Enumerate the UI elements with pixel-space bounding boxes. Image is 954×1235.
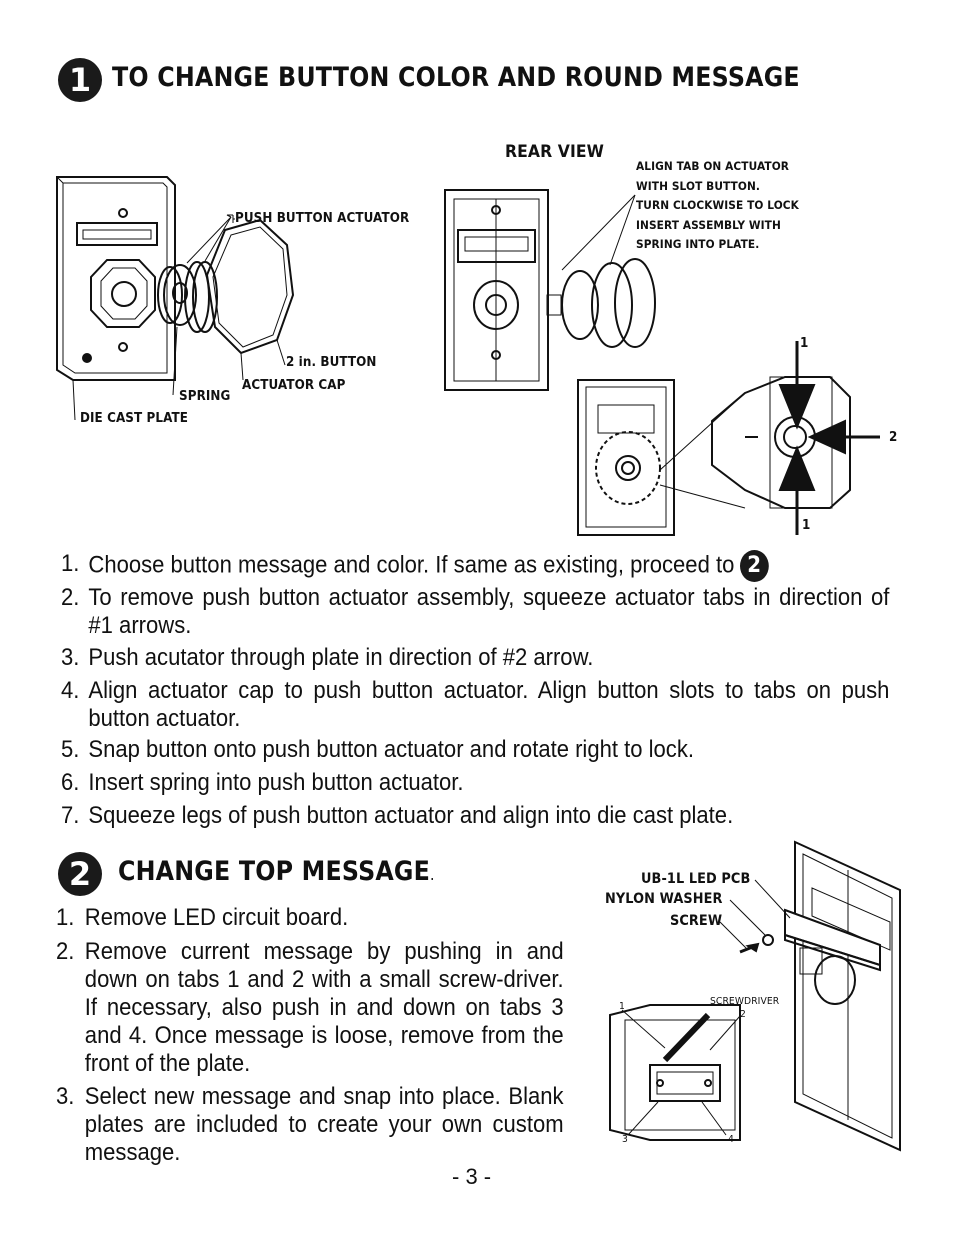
step-number: 6. xyxy=(61,769,80,796)
label-led-pcb: UB-1L LED PCB xyxy=(641,871,751,887)
rear-view-label: REAR VIEW xyxy=(505,142,605,162)
step-1-7: 7. Squeeze legs of push button actuator … xyxy=(56,802,808,830)
step-number: 3. xyxy=(56,1083,75,1110)
arrow-2-label: 2 xyxy=(889,430,898,445)
step-1-5: 5. Snap button onto push button actuator… xyxy=(56,736,808,764)
step-2-2: 2. Remove current message by pushing in … xyxy=(56,938,564,1078)
label-nylon-washer: NYLON WASHER xyxy=(605,891,723,907)
label-die-cast-plate: DIE CAST PLATE xyxy=(80,411,189,426)
step-1-2: 2. To remove push button actuator assemb… xyxy=(56,584,889,640)
step-number: 4. xyxy=(61,677,80,704)
step-1-badge: 1 xyxy=(58,58,102,102)
label-tab-4: 4 xyxy=(728,1134,734,1145)
label-tab-2: 2 xyxy=(740,1009,746,1020)
step-number: 1. xyxy=(61,550,80,577)
step-text: Choose button message and color. If same… xyxy=(88,551,735,579)
align-note-line: WITH SLOT BUTTON. xyxy=(636,178,761,193)
step-text: Push acutator through plate in direction… xyxy=(88,644,594,671)
step-number: 2. xyxy=(61,584,80,611)
step-text: Align actuator cap to push button actuat… xyxy=(88,677,890,732)
led-pcb-diagram xyxy=(609,840,901,1152)
label-screw: SCREW xyxy=(670,913,723,929)
step-1-3: 3. Push acutator through plate in direct… xyxy=(56,644,808,672)
label-tab-3: 3 xyxy=(622,1134,628,1145)
step-1-6: 6. Insert spring into push button actuat… xyxy=(56,769,808,797)
step-2-ref-badge: 2 xyxy=(739,550,769,582)
step-text: Remove current message by pushing in and… xyxy=(84,938,564,1077)
arrow-1-bottom-label: 1 xyxy=(802,518,811,533)
step-text: Snap button onto push button actuator an… xyxy=(88,736,694,763)
section-2-title: CHANGE TOP MESSAGE. xyxy=(118,856,435,887)
rear-view-diagram xyxy=(444,189,880,536)
section-2-title-suffix: . xyxy=(430,865,435,884)
step-number: 7. xyxy=(61,802,80,829)
page-number: - 3 - xyxy=(452,1164,492,1189)
section-1-title: TO CHANGE BUTTON COLOR AND ROUND MESSAGE xyxy=(112,62,800,93)
label-spring: SPRING xyxy=(179,389,231,404)
label-actuator-cap: ACTUATOR CAP xyxy=(242,378,346,393)
align-note-line: SPRING INTO PLATE. xyxy=(636,237,760,251)
step-number: 2. xyxy=(56,938,75,965)
step-2-3: 3. Select new message and snap into plac… xyxy=(56,1083,564,1167)
label-screwdriver: SCREWDRIVER xyxy=(710,996,780,1007)
step-text: Squeeze legs of push button actuator and… xyxy=(88,802,734,829)
section-2-title-text: CHANGE TOP MESSAGE xyxy=(118,856,431,887)
step-1-1: 1. Choose button message and color. If s… xyxy=(56,550,808,582)
align-note-line: ALIGN TAB ON ACTUATOR xyxy=(636,159,790,173)
step-number: 3. xyxy=(61,644,80,671)
label-2in-button: 2 in. BUTTON xyxy=(286,355,377,370)
step-2-1: 1. Remove LED circuit board. xyxy=(56,904,560,932)
exploded-view-diagram xyxy=(56,176,295,421)
align-note: ALIGN TAB ON ACTUATOR WITH SLOT BUTTON. … xyxy=(636,157,813,255)
step-1-4: 4. Align actuator cap to push button act… xyxy=(56,677,889,733)
step-number: 5. xyxy=(61,736,80,763)
step-text: Remove LED circuit board. xyxy=(84,904,349,931)
align-note-line: INSERT ASSEMBLY WITH xyxy=(636,217,781,232)
arrow-1-top-label: 1 xyxy=(800,336,809,351)
step-number: 1. xyxy=(56,904,75,931)
step-text: Select new message and snap into place. … xyxy=(84,1083,564,1166)
step-text: Insert spring into push button actuator. xyxy=(88,769,464,796)
step-text: To remove push button actuator assembly,… xyxy=(88,584,890,639)
label-push-button-actuator: PUSH BUTTON ACTUATOR xyxy=(235,211,410,226)
step-2-badge: 2 xyxy=(58,852,102,896)
label-tab-1: 1 xyxy=(619,1001,625,1012)
align-note-line: TURN CLOCKWISE TO LOCK xyxy=(636,198,799,212)
